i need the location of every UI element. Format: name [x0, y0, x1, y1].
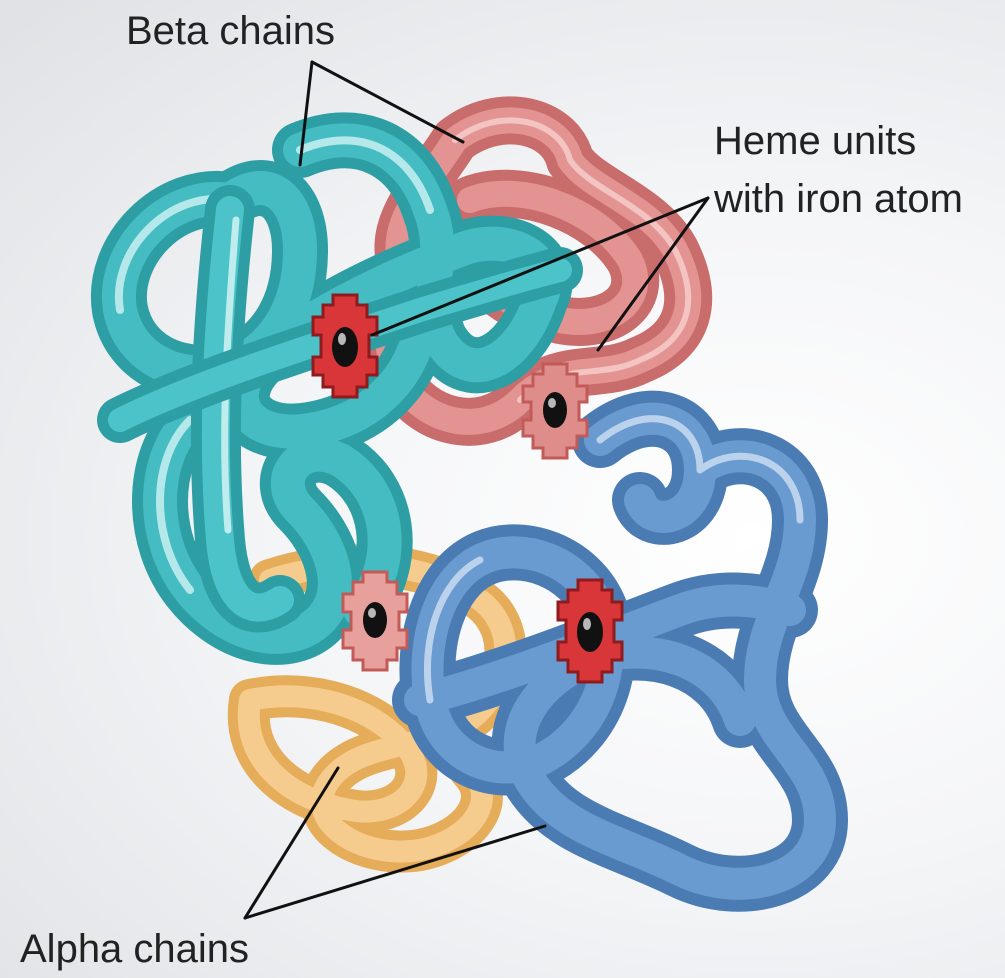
heme-unit: [523, 364, 587, 458]
alpha-chains-label: Alpha chains: [20, 926, 249, 972]
iron-atom-icon: [543, 392, 567, 428]
heme-unit: [343, 572, 407, 670]
iron-atom-icon: [332, 327, 358, 367]
beta-chains-label: Beta chains: [126, 8, 335, 54]
heme-unit: [558, 580, 622, 682]
heme-units-label-line2: with iron atom: [714, 176, 963, 222]
iron-atom-icon: [577, 612, 603, 652]
heme-unit: [313, 295, 377, 397]
heme-units-label: Heme units: [714, 118, 916, 164]
iron-atom-icon: [363, 602, 387, 638]
